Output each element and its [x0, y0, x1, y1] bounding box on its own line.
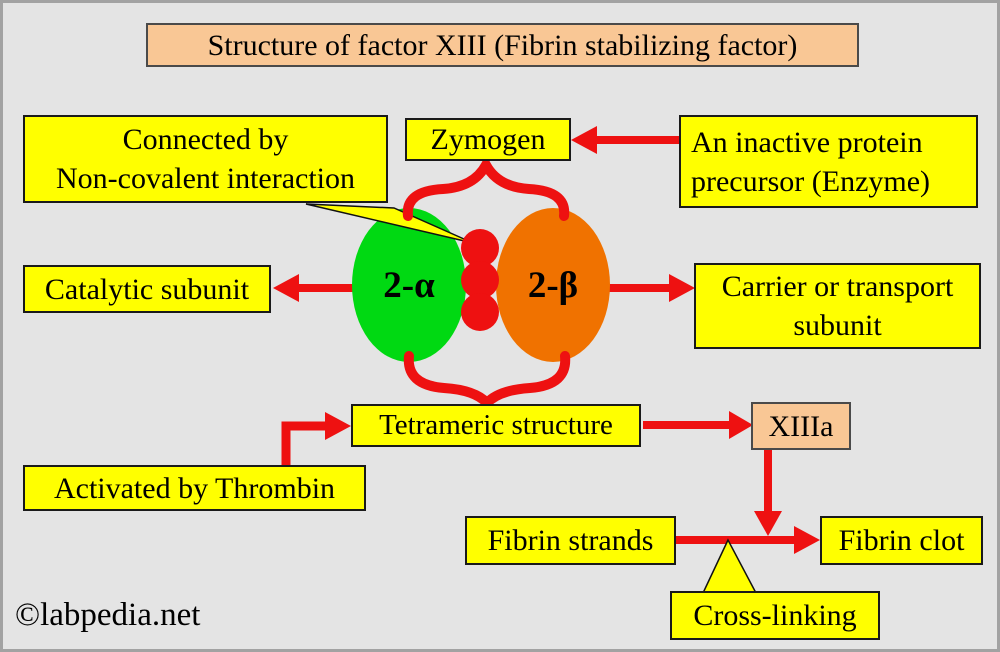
alpha-subunit-label: 2-α — [383, 264, 435, 306]
connected-by-line2: Non-covalent interaction — [55, 162, 356, 195]
fibrin-clot-box: Fibrin clot — [820, 516, 983, 565]
diagram-canvas — [273, 126, 820, 594]
arrow-to-carrier-head — [669, 274, 695, 302]
activated-by-thrombin-label: Activated by Thrombin — [53, 471, 336, 505]
connected-by-box: Connected by Non-covalent interaction — [23, 115, 388, 203]
bond-circle-bottom — [461, 293, 499, 331]
inactive-precursor-line2: precursor (Enzyme) — [691, 164, 931, 198]
bond-circle-top — [461, 229, 499, 267]
connected-by-line1: Connected by — [122, 123, 289, 156]
arrow-to-xiiia-head — [729, 411, 753, 439]
catalytic-subunit-label: Catalytic subunit — [44, 272, 250, 306]
connected-callout-wedge — [305, 203, 474, 244]
page-title: Structure of factor XIII (Fibrin stabili… — [146, 23, 859, 67]
beta-subunit-ellipse — [496, 208, 610, 362]
zymogen-box: Zymogen — [405, 118, 571, 161]
fibrin-strands-box: Fibrin strands — [465, 516, 676, 565]
crosslinking-callout-wedge — [701, 538, 758, 594]
activated-by-thrombin-box: Activated by Thrombin — [23, 465, 366, 511]
upper-brace — [402, 154, 570, 221]
alpha-subunit-ellipse — [352, 208, 466, 362]
xiiia-box: XIIIa — [751, 402, 851, 450]
arrow-to-catalytic-head — [273, 274, 299, 302]
tetrameric-structure-box: Tetrameric structure — [351, 404, 641, 447]
zymogen-label: Zymogen — [430, 123, 546, 156]
arrow-thrombin-elbow-line — [281, 421, 325, 466]
arrow-to-zymogen-head — [571, 126, 597, 154]
page-title-text: Structure of factor XIII (Fibrin stabili… — [207, 28, 798, 62]
cross-linking-label: Cross-linking — [693, 599, 857, 632]
arrow-xiiia-down-head — [754, 511, 782, 536]
lower-brace — [403, 351, 571, 411]
catalytic-subunit-box: Catalytic subunit — [23, 265, 271, 313]
arrow-to-clot-head — [794, 526, 820, 554]
cross-linking-box: Cross-linking — [670, 591, 880, 640]
watermark: ©labpedia.net — [15, 597, 201, 633]
fibrin-strands-label: Fibrin strands — [487, 524, 654, 557]
bond-circle-middle — [461, 261, 499, 299]
inactive-precursor-line1: An inactive protein — [691, 125, 923, 159]
beta-subunit-label: 2-β — [527, 264, 579, 306]
inactive-precursor-box: An inactive protein precursor (Enzyme) — [679, 115, 978, 208]
tetrameric-structure-label: Tetrameric structure — [379, 408, 613, 441]
carrier-subunit-box: Carrier or transport subunit — [694, 263, 981, 349]
xiiia-label: XIIIa — [768, 409, 834, 443]
arrow-thrombin-elbow-head — [325, 412, 351, 440]
fibrin-clot-label: Fibrin clot — [838, 524, 965, 557]
carrier-subunit-line1: Carrier or transport — [721, 270, 954, 303]
carrier-subunit-line2: subunit — [793, 309, 882, 342]
